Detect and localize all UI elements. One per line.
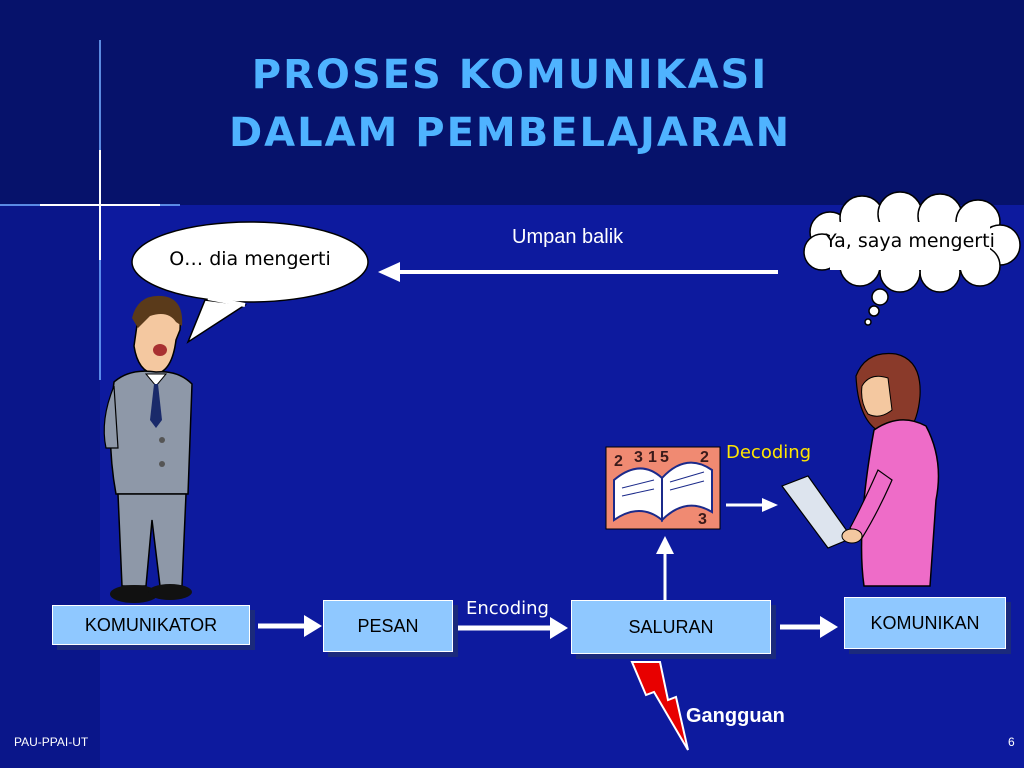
arrow-komunikator-pesan <box>258 615 322 637</box>
man-figure-icon <box>103 295 193 603</box>
lightning-bolt-icon <box>630 661 689 751</box>
sparkle-decoration <box>0 40 180 380</box>
book-number: 3 <box>634 449 643 466</box>
feedback-arrow <box>378 262 778 282</box>
noise-label: Gangguan <box>686 705 785 727</box>
book-number: 5 <box>660 449 669 466</box>
left-band <box>0 205 100 768</box>
book-number: 3 <box>698 511 707 528</box>
woman-figure-icon <box>781 352 940 587</box>
arrow-saluran-book <box>656 536 674 600</box>
thought-cloud <box>803 191 1021 326</box>
arrow-book-paper <box>726 498 778 512</box>
feedback-label: Umpan balik <box>512 226 624 248</box>
speech-bubble-text: O… dia mengerti <box>169 248 331 270</box>
footer-left-text: PAU-PPAI-UT <box>14 735 89 749</box>
book-number: 2 <box>700 449 709 466</box>
arrow-pesan-saluran <box>458 617 568 639</box>
komunikator-box: KOMUNIKATOR <box>52 605 250 645</box>
komunikan-box: KOMUNIKAN <box>844 597 1006 649</box>
encoding-label: Encoding <box>466 598 549 619</box>
title-band <box>0 0 1024 205</box>
book-number: 2 <box>614 453 623 470</box>
page-number: 6 <box>1008 735 1015 749</box>
book-icon: 2 3 1 5 2 3 <box>605 446 721 530</box>
thought-bubble-text: Ya, saya mengerti <box>825 230 995 252</box>
title-line-1: PROSES KOMUNIKASI <box>251 52 769 98</box>
book-number: 1 <box>648 449 657 466</box>
title-line-2: DALAM PEMBELAJARAN <box>228 110 792 156</box>
saluran-box: SALURAN <box>571 600 771 654</box>
speech-bubble <box>131 221 369 344</box>
decoding-label: Decoding <box>726 442 812 463</box>
arrow-saluran-komunikan <box>780 616 838 638</box>
pesan-box: PESAN <box>323 600 453 652</box>
slide-title: PROSES KOMUNIKASI DALAM PEMBELAJARAN <box>130 46 890 162</box>
